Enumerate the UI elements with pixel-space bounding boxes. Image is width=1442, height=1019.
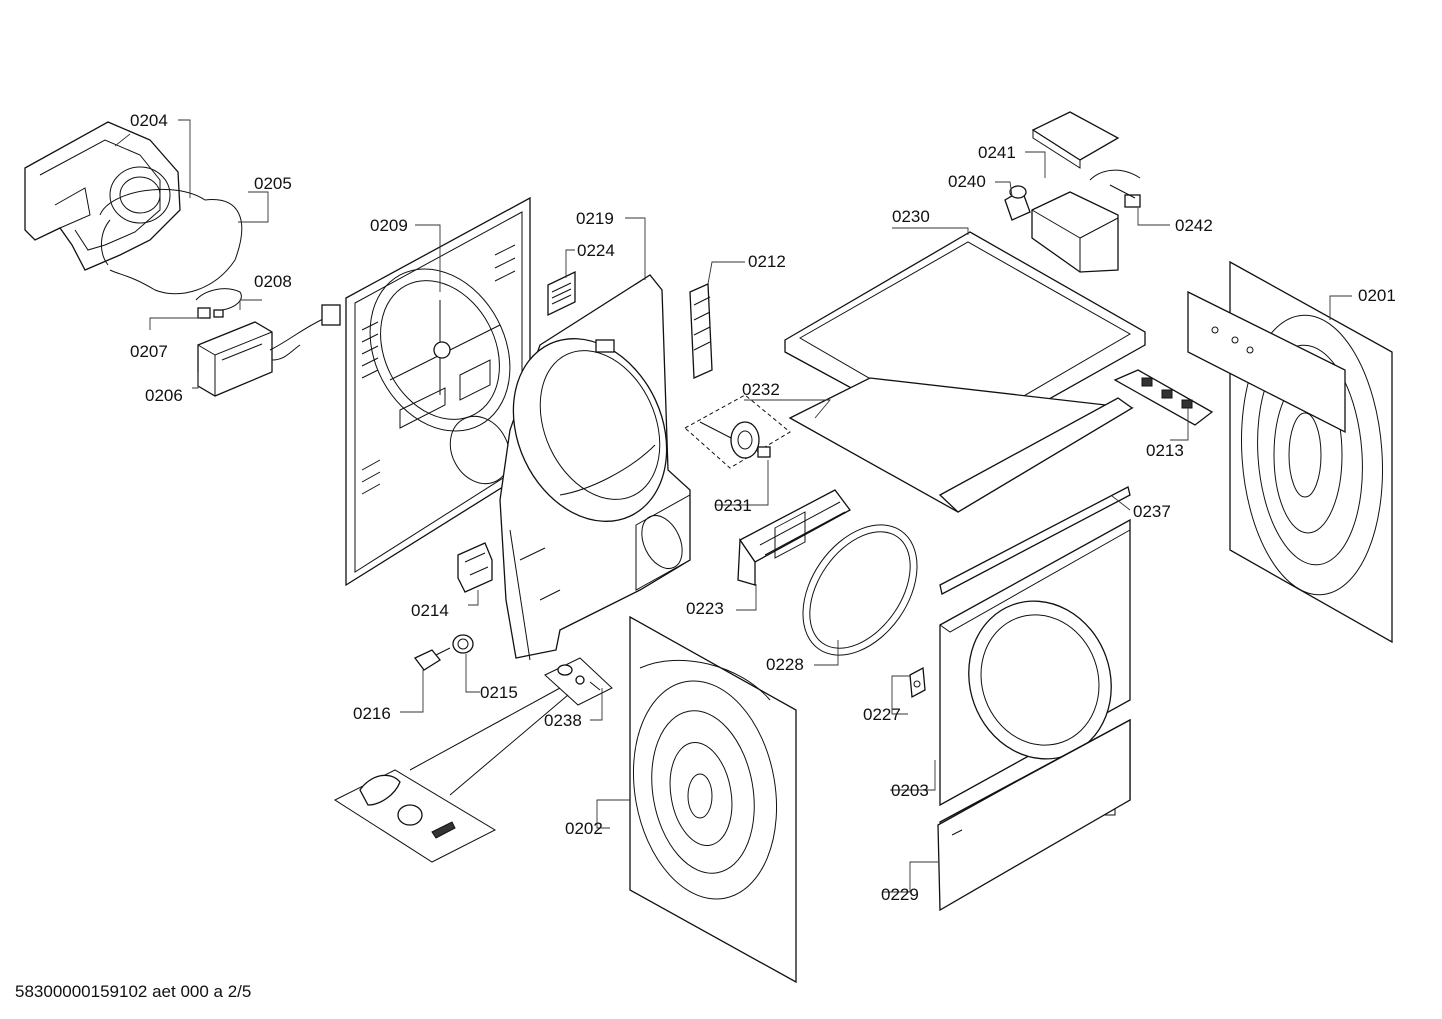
part-0201-side-panel [1187, 260, 1393, 644]
label-0219: 0219 [576, 209, 614, 228]
label-0215: 0215 [480, 683, 518, 702]
label-0205: 0205 [254, 174, 292, 193]
part-0223-filter [737, 489, 851, 586]
drawing-number: 58300000159102 aet 000 a 2/5 [15, 982, 251, 1001]
part-0203-front-panel [939, 518, 1131, 807]
part-0242-housing [1031, 169, 1141, 273]
part-0224-vent-cover [547, 270, 576, 317]
label-0203: 0203 [891, 781, 929, 800]
part-0232-cover-plate [788, 377, 1134, 513]
label-0204: 0204 [130, 111, 168, 130]
label-0231: 0231 [714, 496, 752, 515]
part-0205-heating-element [99, 188, 243, 295]
label-0213: 0213 [1146, 441, 1184, 460]
label-0209: 0209 [370, 216, 408, 235]
part-0213-control-board [1113, 369, 1214, 426]
label-0207: 0207 [130, 342, 168, 361]
label-0214: 0214 [411, 601, 449, 620]
part-0240-connector [1004, 185, 1031, 221]
label-0202: 0202 [565, 819, 603, 838]
label-0240: 0240 [948, 172, 986, 191]
label-0206: 0206 [145, 386, 183, 405]
part-0214-switch [457, 542, 493, 593]
part-0202-side-panel [629, 615, 797, 984]
part-0207-sensor [195, 288, 242, 319]
part-0229-plinth [937, 718, 1131, 912]
part-0212-harness [689, 283, 713, 379]
part-0238-detail-enlarged [333, 687, 569, 863]
label-0212: 0212 [748, 252, 786, 271]
part-0237-strip [939, 486, 1131, 595]
leader-lines [114, 119, 1352, 893]
label-0224: 0224 [577, 241, 615, 260]
label-0216: 0216 [353, 704, 391, 723]
label-0227: 0227 [863, 705, 901, 724]
label-0232: 0232 [742, 380, 780, 399]
label-0223: 0223 [686, 599, 724, 618]
label-0238: 0238 [544, 711, 582, 730]
part-0204-heater-duct [24, 121, 181, 271]
label-0201: 0201 [1358, 286, 1396, 305]
part-0206-terminal-block [197, 304, 341, 397]
label-0237: 0237 [1133, 502, 1171, 521]
label-0208: 0208 [254, 272, 292, 291]
part-0228-seal [802, 524, 918, 656]
part-0241-cover [1031, 111, 1120, 169]
label-0242: 0242 [1175, 216, 1213, 235]
label-0230: 0230 [892, 207, 930, 226]
label-0228: 0228 [766, 655, 804, 674]
part-0215-bush [452, 634, 474, 654]
label-0241: 0241 [978, 143, 1016, 162]
part-0231-pump-wheel [684, 394, 791, 469]
part-0219-bearing-shield [499, 274, 691, 661]
callout-labels: 0204 0205 0208 0207 0206 0209 0219 0224 … [130, 111, 1396, 904]
label-0229: 0229 [881, 885, 919, 904]
part-0209-rear-panel [345, 196, 531, 587]
part-0227-door-catch [909, 666, 926, 699]
part-0216-spindle [414, 647, 451, 671]
part-0238-small-set [544, 657, 613, 706]
